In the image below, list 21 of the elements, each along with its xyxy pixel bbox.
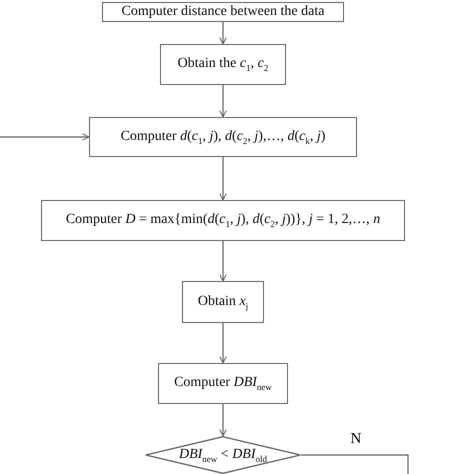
node-text: Computer DBI$_{new}$ (174, 375, 272, 392)
node-text: Computer distance between the data (122, 4, 324, 20)
process-box (182, 281, 264, 323)
arrow (219, 404, 227, 436)
arrow (0, 133, 90, 141)
node-text: Computer d(c$_{1}$, j), d(c$_{2}$, j),…, d(c$_{k}$, j) (120, 128, 326, 146)
process-box (102, 2, 344, 22)
arrow (219, 323, 227, 364)
node-text: Obtain the c$_{1}$, c$_{2}$ (178, 56, 268, 73)
arrow (219, 157, 227, 200)
process-box (158, 363, 288, 404)
node-text: Obtain x$_{j}$ (198, 294, 248, 310)
process-box (41, 200, 405, 241)
node-text: DBI$_{new}$ < DBI$_{old}$ (178, 446, 268, 464)
process-box (89, 117, 357, 157)
process-box (160, 44, 286, 85)
decision-diamond (145, 436, 301, 474)
node-text: Computer D = max{min(d(c$_{1}$, j), d(c$_{2}$, j))}, j = 1, 2,…, n (66, 212, 380, 229)
arrow (219, 85, 227, 118)
arrow (219, 22, 227, 44)
arrow (219, 241, 227, 282)
